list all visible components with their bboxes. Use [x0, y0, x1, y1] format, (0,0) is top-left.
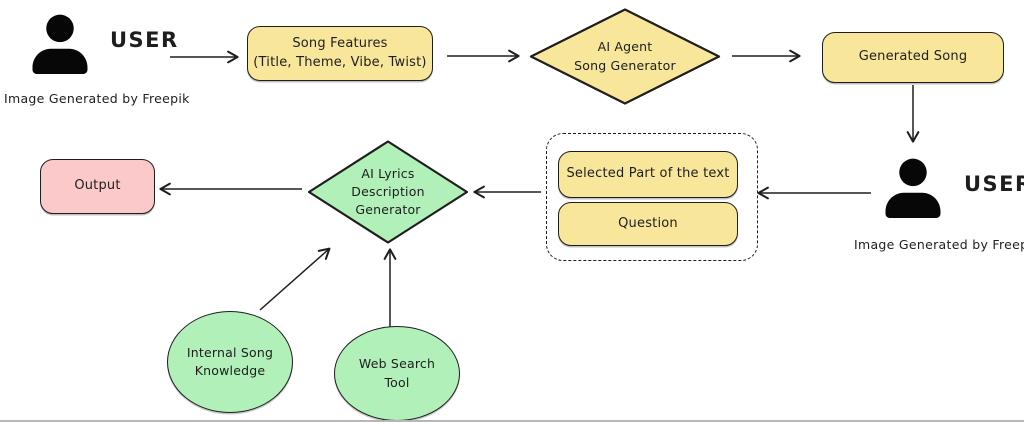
user-icon-right: [880, 148, 946, 232]
person-icon: [32, 14, 88, 75]
node-label: Selected Part of the text: [566, 166, 730, 182]
node-label: Generated Song: [858, 49, 968, 65]
node-label: Generator: [355, 202, 421, 218]
group-selection-question: [546, 133, 758, 261]
node-label: Song Generator: [574, 57, 676, 73]
diamond-label: AI Agent Song Generator: [528, 7, 722, 106]
node-label: Web Search: [358, 356, 436, 372]
node-label: Output: [74, 178, 121, 194]
node-internal-song-knowledge: Internal Song Knowledge: [167, 311, 293, 413]
node-label: (Title, Theme, Vibe, Twist): [253, 54, 427, 70]
node-question: Question: [558, 202, 738, 246]
bottom-edge-line: [0, 420, 1024, 422]
node-label: AI Lyrics: [361, 165, 415, 181]
node-label: AI Agent: [597, 39, 653, 55]
node-label: Knowledge: [194, 363, 266, 378]
node-label: Question: [618, 215, 678, 231]
node-label: Description: [351, 183, 425, 199]
node-label: Internal Song: [186, 344, 274, 360]
user-label-top: USER: [110, 28, 179, 52]
node-selected-part: Selected Part of the text: [558, 151, 738, 198]
user-label-right: USER: [964, 172, 1024, 196]
node-song-features: Song Features (Title, Theme, Vibe, Twist…: [247, 26, 433, 81]
node-ai-lyrics-description-generator: AI Lyrics Description Generator: [306, 139, 470, 245]
node-ai-agent-song-generator: AI Agent Song Generator: [528, 7, 722, 106]
arrow-internal-knowledge-to-lyrics-generator: [259, 247, 331, 311]
node-label: Song Features: [292, 36, 388, 52]
person-icon: [885, 158, 941, 219]
freepik-caption-right: Image Generated by Freepik: [854, 237, 1024, 252]
diamond-label: AI Lyrics Description Generator: [306, 139, 470, 245]
diamond-shape: [307, 140, 469, 244]
node-web-search-tool: Web Search Tool: [334, 326, 460, 421]
node-label: Tool: [384, 374, 410, 390]
freepik-caption-top: Image Generated by Freepik: [4, 91, 190, 106]
node-generated-song: Generated Song: [822, 32, 1004, 83]
user-icon-top: [27, 6, 93, 86]
diamond-shape: [529, 8, 721, 105]
node-output: Output: [40, 159, 155, 214]
